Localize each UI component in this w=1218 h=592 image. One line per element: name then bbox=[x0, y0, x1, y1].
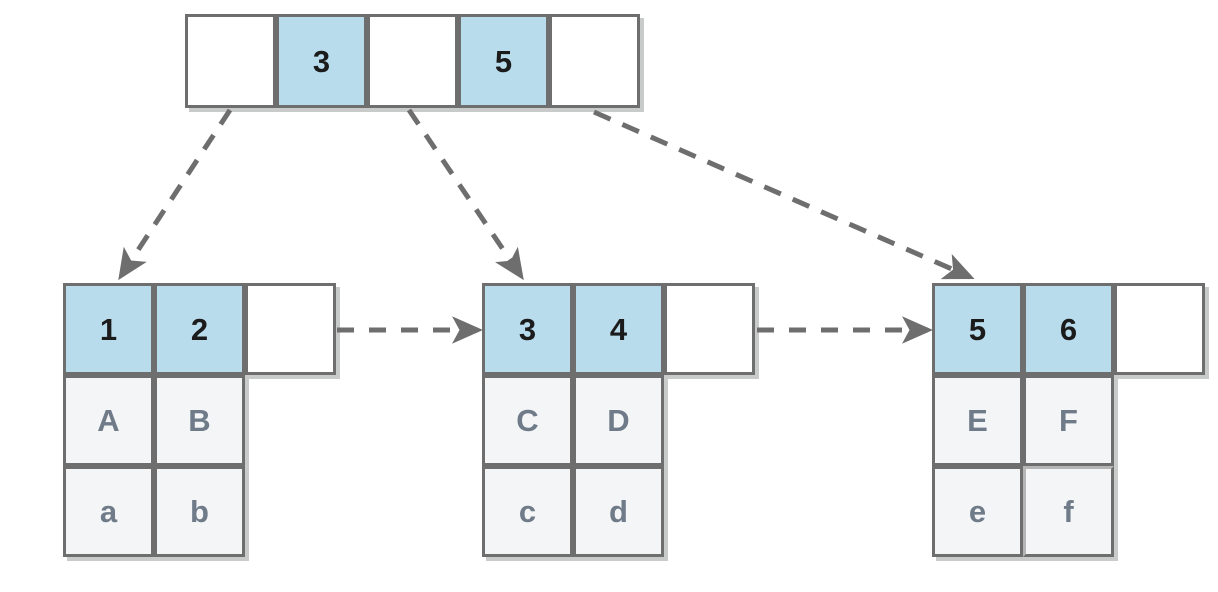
leaf-node-3-value-0-0[interactable]: E bbox=[932, 375, 1023, 466]
leaf-node-3-key-0[interactable]: 5 bbox=[932, 283, 1023, 375]
leaf-node-2-key-1[interactable]: 4 bbox=[573, 283, 664, 375]
leaf-node-1-value-1-1[interactable]: b bbox=[154, 466, 245, 557]
leaf-node-1-key-0[interactable]: 1 bbox=[63, 283, 154, 375]
leaf-node-2-key-0[interactable]: 3 bbox=[482, 283, 573, 375]
root-cell-1[interactable]: 3 bbox=[276, 14, 367, 108]
leaf-node-2-key-2[interactable] bbox=[664, 283, 755, 375]
leaf-node-3-value-0-1[interactable]: F bbox=[1023, 375, 1114, 466]
leaf-node-1-key-2[interactable] bbox=[245, 283, 336, 375]
leaf-node-1-key-1[interactable]: 2 bbox=[154, 283, 245, 375]
root-to-leaf-3-pointer-arrow bbox=[592, 109, 975, 280]
root-cell-0[interactable] bbox=[185, 14, 276, 108]
leaf-node-2-value-0-0[interactable]: C bbox=[482, 375, 573, 466]
leaf-node-3-value-1-0[interactable]: e bbox=[932, 466, 1023, 557]
leaf-node-1-value-1-0[interactable]: a bbox=[63, 466, 154, 557]
root-to-leaf-1-pointer-arrow bbox=[118, 108, 233, 281]
leaf-node-2-value-1-1[interactable]: d bbox=[573, 466, 664, 557]
leaf-node-3-value-1-1[interactable]: f bbox=[1023, 466, 1114, 557]
leaf-node-3-key-2[interactable] bbox=[1114, 283, 1205, 375]
leaf-node-1-value-0-1[interactable]: B bbox=[154, 375, 245, 466]
leaf-node-2-value-0-1[interactable]: D bbox=[573, 375, 664, 466]
root-cell-3[interactable]: 5 bbox=[458, 14, 549, 108]
root-cell-4[interactable] bbox=[549, 14, 640, 108]
root-cell-2[interactable] bbox=[367, 14, 458, 108]
leaf-node-3-key-1[interactable]: 6 bbox=[1023, 283, 1114, 375]
leaf-node-1-value-0-0[interactable]: A bbox=[63, 375, 154, 466]
leaf-node-2-value-1-0[interactable]: c bbox=[482, 466, 573, 557]
root-to-leaf-2-pointer-arrow bbox=[406, 108, 524, 281]
